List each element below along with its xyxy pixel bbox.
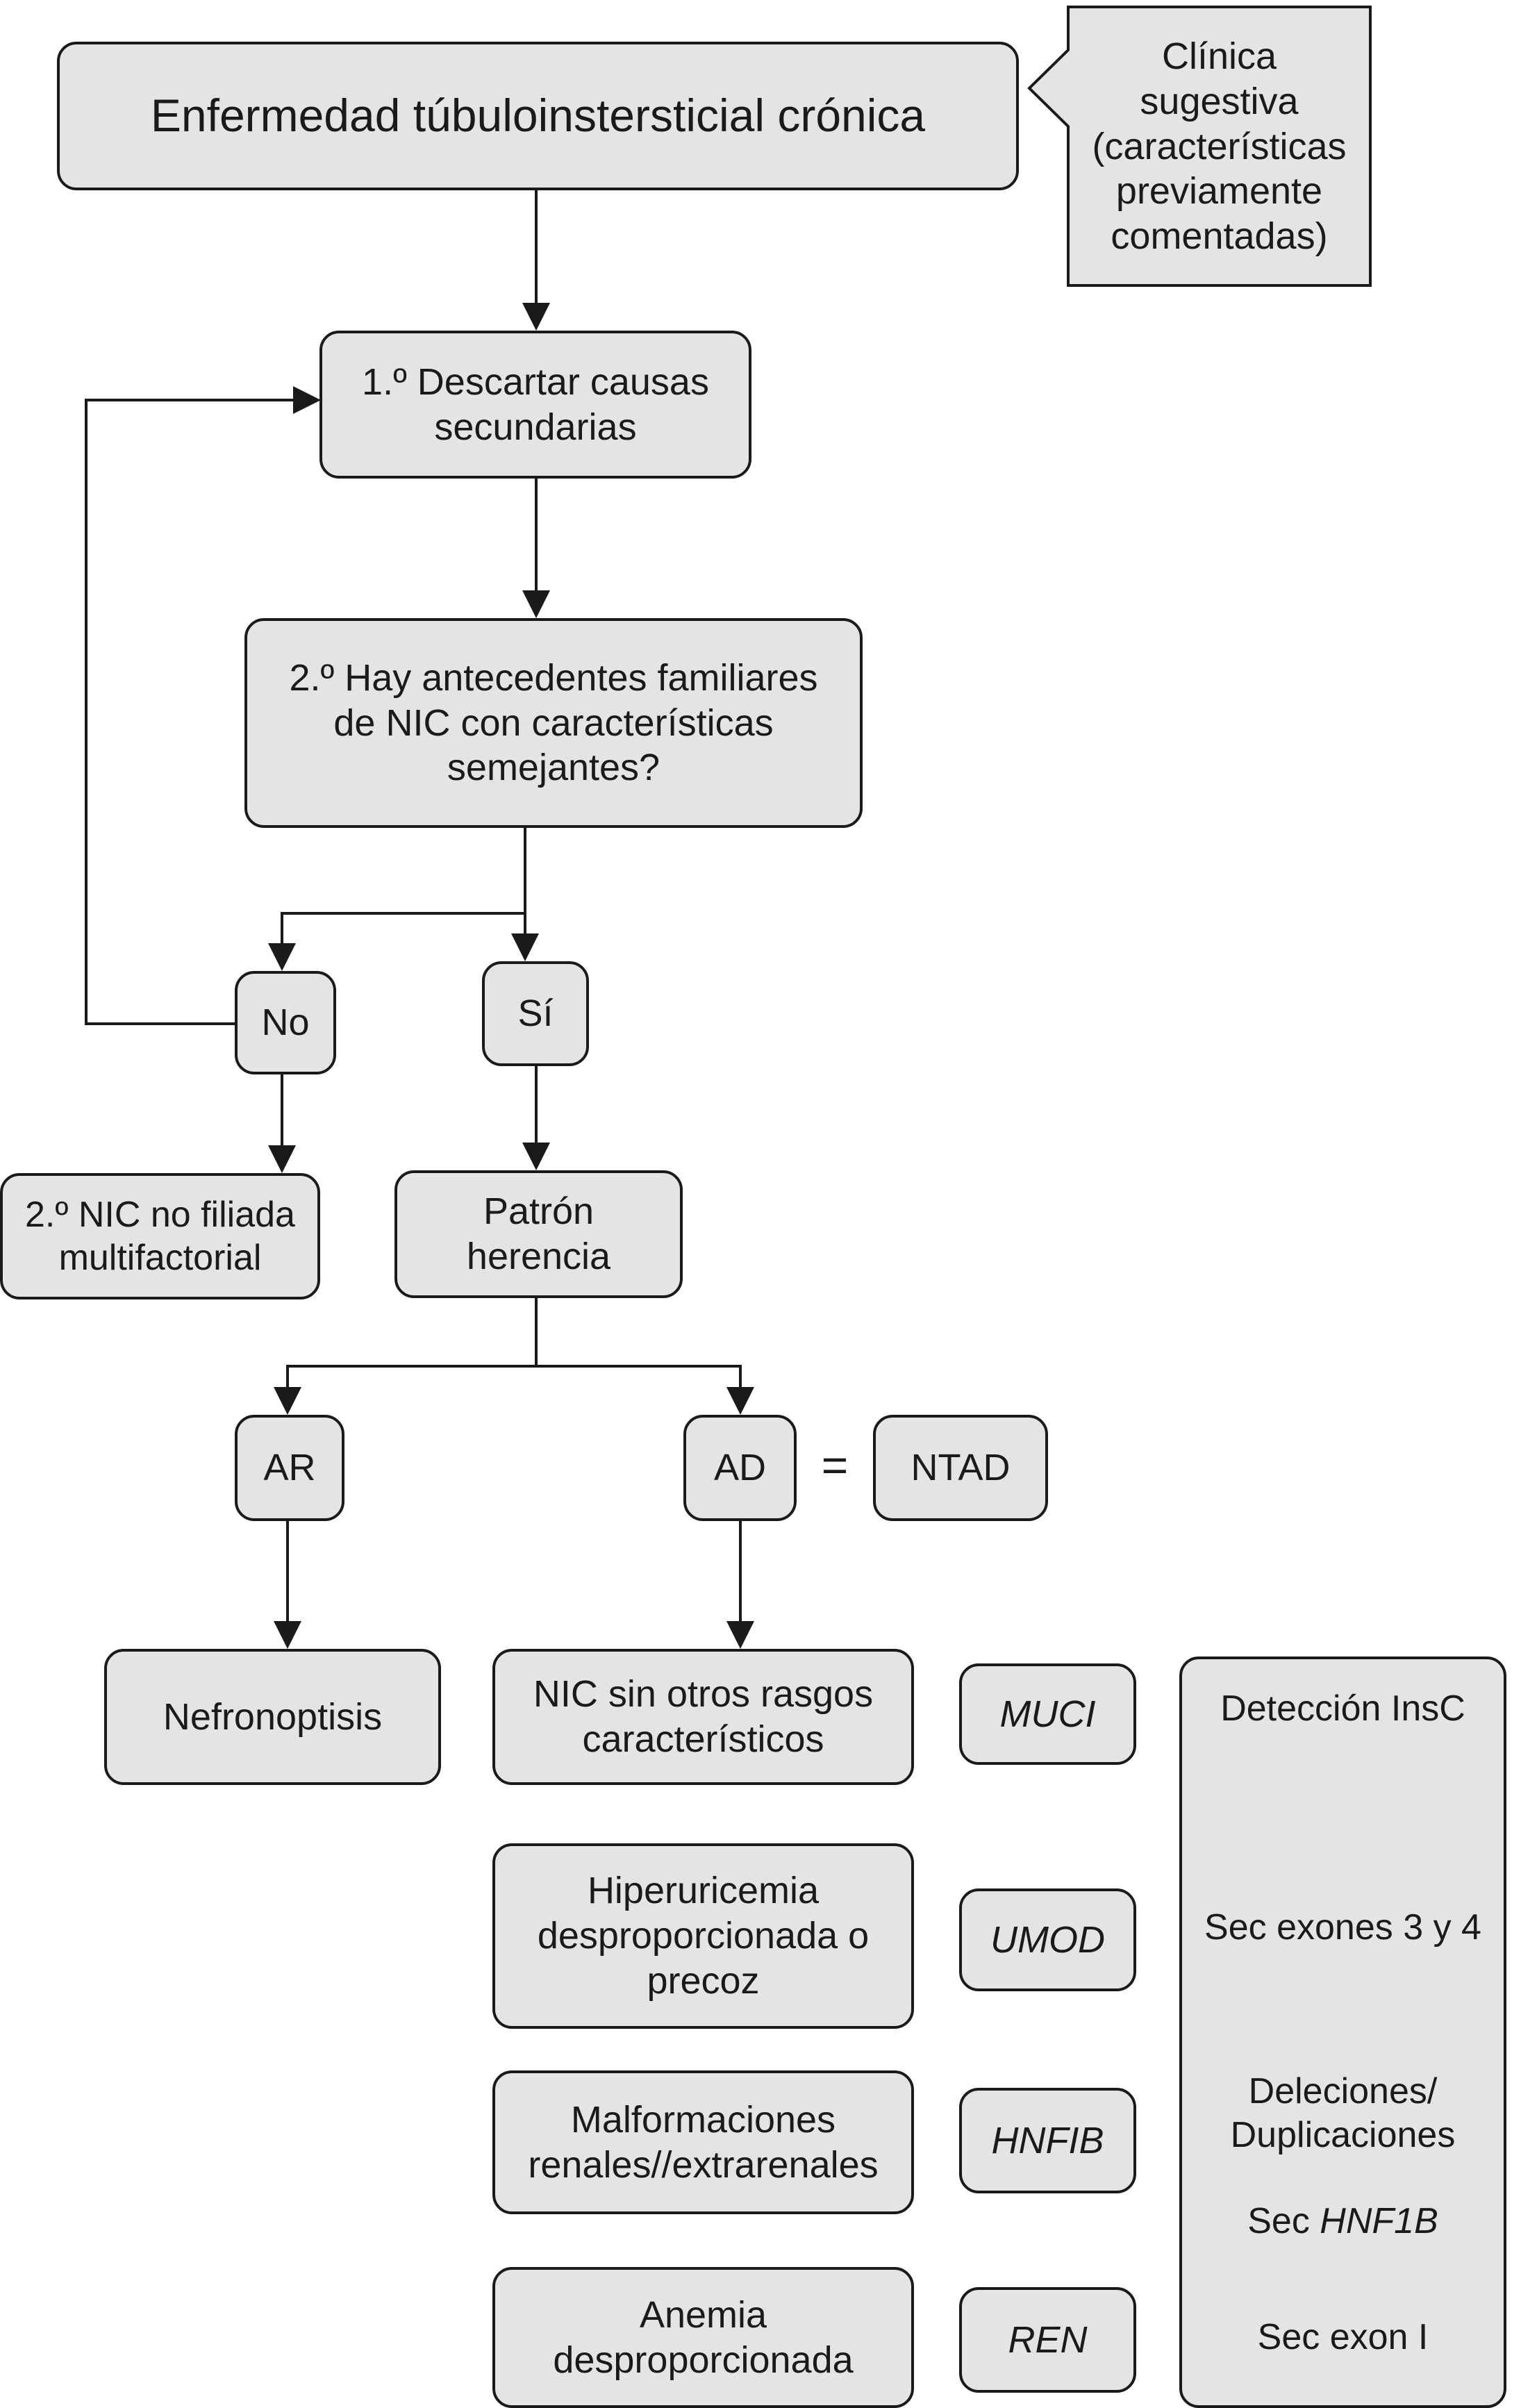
- phenotype-box-malformaciones: Malformaciones renales//extrarenales: [492, 2070, 914, 2214]
- callout-text: Clínica sugestiva (características previ…: [1092, 35, 1347, 258]
- gene-box-ren: REN: [959, 2287, 1136, 2393]
- no-box: No: [235, 971, 336, 1074]
- callout-shape: [1027, 6, 1372, 287]
- nefronoptisis-box: Nefronoptisis: [104, 1649, 441, 1785]
- equals-sign: =: [821, 1439, 849, 1491]
- phenotype-box-nic: NIC sin otros rasgos característicos: [492, 1649, 914, 1785]
- ar-box: AR: [235, 1415, 344, 1521]
- gene-box-muci: MUCI: [959, 1663, 1136, 1765]
- test-text-insc: Detección InsC: [1220, 1688, 1465, 1729]
- step1-box: 1.º Descartar causas secundarias: [319, 331, 751, 479]
- step2-box: 2.º Hay antecedentes familiares de NIC c…: [244, 618, 863, 828]
- arrow-no-loop-to-step1: [85, 386, 321, 1025]
- connector-patron-split: [274, 1298, 538, 1415]
- test-text-hnf1b-line3: Sec HNF1B: [1247, 2201, 1438, 2242]
- arrow-to-ad: [536, 1365, 754, 1415]
- no-result-box: 2.º NIC no filiada multifactorial: [0, 1173, 320, 1300]
- si-box: Sí: [482, 961, 589, 1066]
- tests-panel: [1179, 1656, 1506, 2408]
- connector-step2-split: [268, 828, 526, 971]
- title-box: Enfermedad túbuloinstersticial crónica: [57, 42, 1019, 190]
- gene-box-umod: UMOD: [959, 1888, 1136, 1991]
- ad-box: AD: [683, 1415, 797, 1521]
- test-text-exones: Sec exones 3 y 4: [1204, 1907, 1481, 1948]
- gene-box-hnfib: HNFIB: [959, 2088, 1136, 2193]
- test-text-exon1: Sec exon I: [1257, 2316, 1429, 2357]
- phenotype-box-hiperuricemia: Hiperuricemia desproporcionada o precoz: [492, 1843, 914, 2029]
- phenotype-box-anemia: Anemia desproporcionada: [492, 2267, 914, 2408]
- test-text-hnf1b: Deleciones/ Duplicaciones Sec HNF1B: [1182, 2071, 1504, 2241]
- ntad-box: NTAD: [873, 1415, 1048, 1521]
- patron-box: Patrón herencia: [394, 1170, 683, 1298]
